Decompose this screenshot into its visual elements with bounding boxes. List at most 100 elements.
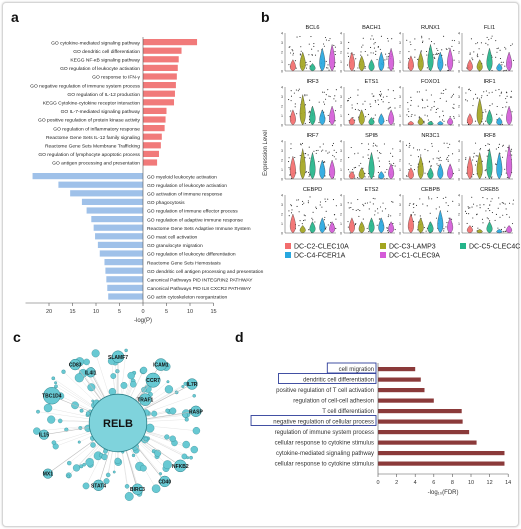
legend-label: DC-C2-CLEC10A (294, 244, 349, 251)
violin-point (490, 200, 492, 202)
violin-point (360, 51, 362, 53)
violin-point (511, 111, 513, 113)
violin-shape (506, 105, 513, 126)
violin-point (512, 203, 514, 205)
bar-down (108, 293, 143, 300)
network-node-labeled (159, 475, 171, 488)
violin-point (512, 59, 515, 61)
violin-y-tick: 4 (340, 86, 342, 90)
violin-shape (476, 59, 483, 72)
violin-point (371, 93, 373, 95)
violin-point (290, 95, 293, 97)
violin-y-tick: 2 (458, 159, 460, 163)
violin-point (430, 94, 432, 96)
bar-label: positive regulation of T cell activation (276, 388, 374, 394)
violin-y-tick: 1 (281, 222, 283, 226)
network-node (154, 449, 162, 457)
violin-point (409, 41, 411, 43)
violin-point (483, 91, 485, 93)
violin-point (453, 117, 455, 119)
violin-y-tick: 4 (281, 86, 283, 90)
x-tick-label: 0 (376, 480, 379, 486)
violin-point (473, 152, 475, 154)
network-node (169, 407, 177, 415)
network-node-label: IL15 (39, 433, 49, 439)
violin-point (503, 202, 505, 204)
violin-point (304, 94, 306, 96)
violin-point (406, 39, 408, 41)
bar-label: dendritic cell differentiation (303, 378, 374, 384)
violin-point (506, 176, 508, 178)
network-node (127, 371, 135, 380)
violin-point (313, 43, 315, 45)
violin-point (428, 198, 430, 200)
violin-shape (407, 121, 414, 126)
violin-point (491, 212, 493, 214)
violin-point (315, 207, 317, 210)
violin-shape (447, 163, 454, 180)
violin-point (318, 160, 320, 163)
violin-shape (388, 47, 395, 72)
violin-shape (358, 221, 365, 234)
violin-point (485, 42, 487, 44)
violin-point (295, 89, 297, 91)
network-node (169, 435, 176, 442)
violin-shape (309, 152, 316, 180)
violin-point (333, 156, 335, 158)
violin-point (323, 101, 325, 103)
legend-swatch (380, 252, 386, 258)
violin-point (374, 214, 376, 216)
violin-point (487, 44, 489, 46)
legend-label: DC-C4-FCER1A (294, 253, 346, 260)
violin-shape (289, 109, 296, 126)
violin-point (452, 93, 455, 95)
violin-point (366, 227, 368, 229)
violin-point (335, 151, 337, 153)
violin-point (417, 58, 419, 60)
violin-point (418, 149, 421, 151)
violin-point (473, 51, 475, 53)
violin-point (408, 169, 410, 171)
violin-point (379, 206, 382, 208)
bar-up (143, 133, 162, 140)
violin-point (487, 208, 489, 210)
violin-point (441, 49, 443, 51)
violin-point (309, 174, 311, 176)
violin-point (322, 149, 324, 151)
violin-point (392, 90, 394, 92)
violin-point (447, 205, 449, 207)
violin-point (334, 51, 336, 53)
violin-point (387, 67, 389, 69)
violin-y-tick: 4 (340, 32, 342, 36)
violin-point (362, 218, 364, 220)
violin-point (476, 53, 479, 55)
violin-point (377, 46, 379, 48)
violin-point (325, 201, 327, 203)
violin-point (290, 204, 292, 206)
violin-point (445, 64, 447, 66)
violin-point (290, 90, 292, 92)
violin-y-tick: 2 (281, 105, 283, 109)
violin-point (439, 97, 441, 99)
violin-point (335, 205, 337, 207)
gene-title: IRF3 (306, 79, 318, 85)
violin-point (288, 64, 290, 66)
x-tick-label: 0 (141, 309, 144, 315)
violin-point (478, 48, 480, 50)
violin-point (352, 169, 354, 171)
bar-down (91, 216, 143, 223)
network-node (51, 440, 57, 445)
violin-shape (427, 121, 434, 126)
network-node (190, 445, 198, 454)
violin-point (481, 218, 483, 220)
x-tick-label: 5 (165, 309, 168, 315)
bar-down-label: Reactome Gene Sets Hemostasis (147, 260, 221, 266)
violin-point (423, 122, 425, 124)
violin-y-tick: 1 (399, 222, 401, 226)
bar-down (97, 241, 143, 248)
gene-title: CREB5 (480, 187, 499, 193)
violin-point (290, 147, 292, 150)
violin-point (436, 48, 438, 50)
violin-point (420, 50, 422, 52)
network-node (165, 408, 170, 413)
